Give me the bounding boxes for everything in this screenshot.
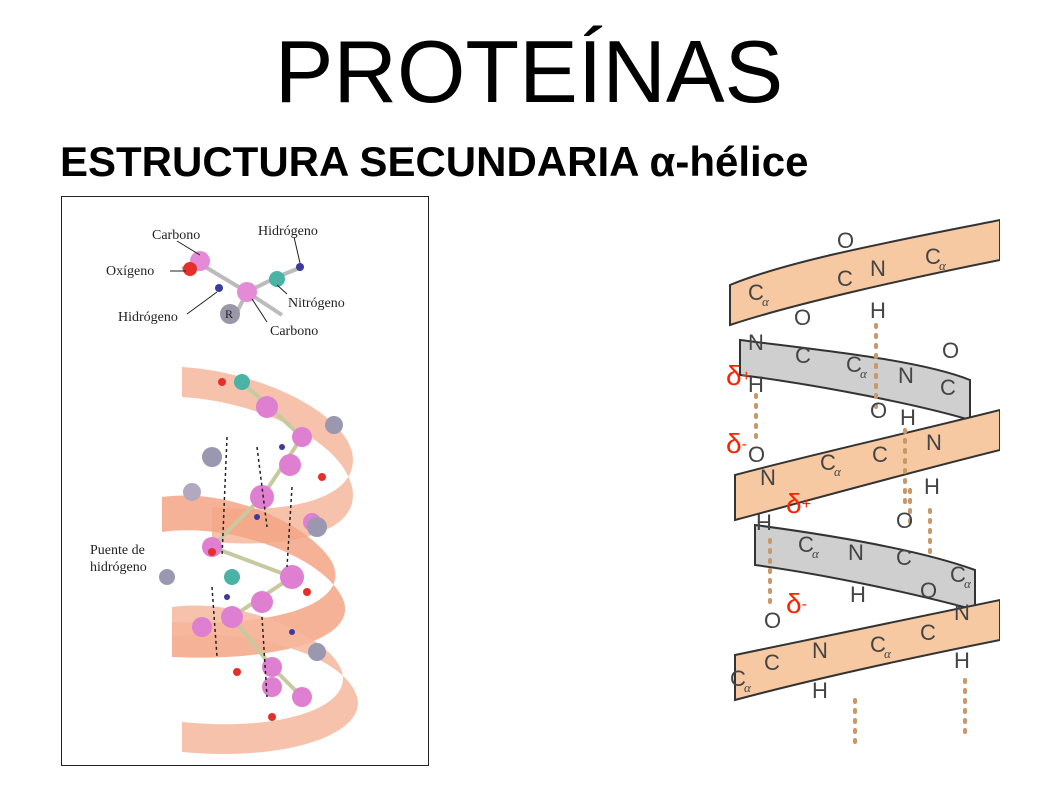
svg-text:α: α xyxy=(744,680,752,695)
ribbon-back-2 xyxy=(754,523,976,612)
backbone-atom-labels: O C N H C α C α O N C C α N O C H O H O … xyxy=(730,228,972,703)
oxygen-atom xyxy=(183,262,197,276)
helix-ribbon xyxy=(162,367,358,754)
label-carbono-bottom: Carbono xyxy=(270,324,318,339)
label-hidrogeno-left: Hidrógeno xyxy=(118,310,178,325)
svg-text:α: α xyxy=(964,576,972,591)
r-group-atom xyxy=(220,304,240,324)
svg-text:H: H xyxy=(812,678,828,703)
svg-text:C: C xyxy=(798,532,814,557)
svg-text:α: α xyxy=(939,258,947,273)
nitrogen-atom xyxy=(269,271,285,287)
alpha-helix-backbone-svg: O C N H C α C α O N C C α N O C H O H O … xyxy=(729,218,1000,747)
helix-atoms xyxy=(159,374,343,721)
alpha-helix-backbone-figure: O C N H C α C α O N C C α N O C H O H O … xyxy=(700,200,1000,760)
partial-charge-label: δ+ xyxy=(786,488,811,519)
svg-text:N: N xyxy=(812,638,828,663)
label-carbono-top: Carbono xyxy=(152,228,200,243)
svg-text:C: C xyxy=(920,620,936,645)
svg-text:O: O xyxy=(748,442,765,467)
hydrogen-bond-lines xyxy=(211,436,293,698)
svg-text:α: α xyxy=(762,294,770,309)
svg-text:O: O xyxy=(794,305,811,330)
page-subtitle: ESTRUCTURA SECUNDARIA α-hélice xyxy=(60,138,809,185)
svg-text:H: H xyxy=(954,648,970,673)
svg-text:α: α xyxy=(834,464,842,479)
svg-text:N: N xyxy=(760,465,776,490)
svg-text:O: O xyxy=(920,578,937,603)
svg-text:H: H xyxy=(850,582,866,607)
hydrogen-bond-dots xyxy=(754,323,967,747)
svg-text:C: C xyxy=(820,450,836,475)
svg-text:C: C xyxy=(837,266,853,291)
svg-text:C: C xyxy=(940,375,956,400)
alpha-carbon-atom xyxy=(237,282,257,302)
page-title: PROTEÍNAS xyxy=(274,22,784,121)
svg-text:O: O xyxy=(837,228,854,253)
ribbon-front-3 xyxy=(734,598,1000,702)
svg-text:N: N xyxy=(898,363,914,388)
svg-text:α: α xyxy=(812,546,820,561)
alpha-helix-ball-stick-svg: R Carbono Hidrógeno Oxígeno Nitrógeno Hi… xyxy=(90,224,358,754)
svg-text:O: O xyxy=(870,398,887,423)
hydrogen-atom xyxy=(296,263,304,271)
svg-text:N: N xyxy=(870,256,886,281)
partial-charge-label: δ- xyxy=(726,428,747,459)
label-oxigeno: Oxígeno xyxy=(106,264,154,279)
svg-text:N: N xyxy=(926,430,942,455)
svg-text:C: C xyxy=(730,666,746,691)
svg-text:C: C xyxy=(764,650,780,675)
r-group-label: R xyxy=(225,307,233,321)
svg-text:H: H xyxy=(756,510,772,535)
svg-text:α: α xyxy=(860,366,868,381)
svg-text:C: C xyxy=(795,343,811,368)
label-puente-line1: Puente de xyxy=(90,543,145,558)
peptide-unit-diagram: R xyxy=(181,251,304,324)
hydrogen-atom xyxy=(215,284,223,292)
partial-charge-label: δ+ xyxy=(726,360,751,391)
peptide-unit-labels: Carbono Hidrógeno Oxígeno Nitrógeno Hidr… xyxy=(106,224,345,339)
label-nitrogeno: Nitrógeno xyxy=(288,296,345,311)
svg-text:H: H xyxy=(900,405,916,430)
svg-text:O: O xyxy=(764,608,781,633)
label-puente-line2: hidrógeno xyxy=(90,560,147,575)
svg-text:C: C xyxy=(748,280,764,305)
ribbon-front-1 xyxy=(729,218,1000,327)
svg-text:C: C xyxy=(870,632,886,657)
svg-text:α: α xyxy=(884,646,892,661)
alpha-helix-ball-stick-figure: R Carbono Hidrógeno Oxígeno Nitrógeno Hi… xyxy=(61,196,429,766)
svg-text:H: H xyxy=(924,474,940,499)
svg-text:H: H xyxy=(748,372,764,397)
svg-text:N: N xyxy=(848,540,864,565)
svg-text:O: O xyxy=(942,338,959,363)
svg-text:C: C xyxy=(872,442,888,467)
svg-text:H: H xyxy=(870,298,886,323)
svg-text:C: C xyxy=(896,545,912,570)
svg-text:C: C xyxy=(846,352,862,377)
ribbon-front-2 xyxy=(734,408,1000,522)
svg-text:C: C xyxy=(925,244,941,269)
partial-charge-label: δ- xyxy=(786,588,807,619)
label-hidrogeno-top: Hidrógeno xyxy=(258,224,318,239)
svg-text:N: N xyxy=(954,600,970,625)
svg-text:C: C xyxy=(950,562,966,587)
svg-text:N: N xyxy=(748,330,764,355)
svg-text:O: O xyxy=(896,508,913,533)
